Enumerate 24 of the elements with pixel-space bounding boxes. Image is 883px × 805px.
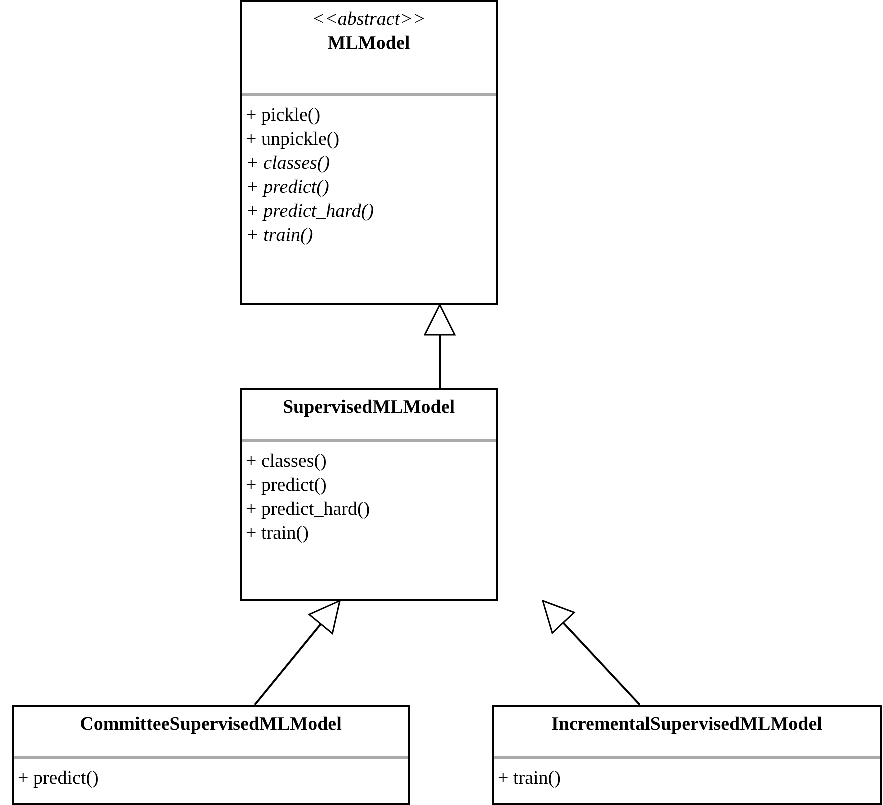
method-name: + predict_hard() xyxy=(246,498,370,522)
method-name: + classes() xyxy=(246,450,327,474)
method-name: + predict() xyxy=(246,474,327,498)
class-name: CommitteeSupervisedMLModel xyxy=(80,713,342,737)
class-name: SupervisedMLModel xyxy=(282,396,456,420)
method-name: + train() xyxy=(246,522,309,546)
method-name: + train() xyxy=(498,767,561,791)
class-box xyxy=(492,705,882,805)
method-name: + train() xyxy=(246,224,314,248)
inheritance-arrow xyxy=(424,304,456,388)
inheritance-arrow xyxy=(542,600,641,706)
class-name: IncrementalSupervisedMLModel xyxy=(552,713,822,737)
inheritance-arrow xyxy=(254,600,341,706)
method-name: + classes() xyxy=(246,152,330,176)
stereotype-label: <<abstract>> xyxy=(312,8,426,32)
method-name: + predict() xyxy=(246,176,330,200)
method-name: + pickle() xyxy=(246,104,321,128)
method-name: + predict() xyxy=(18,767,99,791)
method-name: + unpickle() xyxy=(246,128,340,152)
class-box xyxy=(12,705,410,805)
class-box xyxy=(240,388,498,601)
class-box xyxy=(240,0,498,305)
class-name: MLModel xyxy=(328,32,410,56)
method-name: + predict_hard() xyxy=(246,200,374,224)
